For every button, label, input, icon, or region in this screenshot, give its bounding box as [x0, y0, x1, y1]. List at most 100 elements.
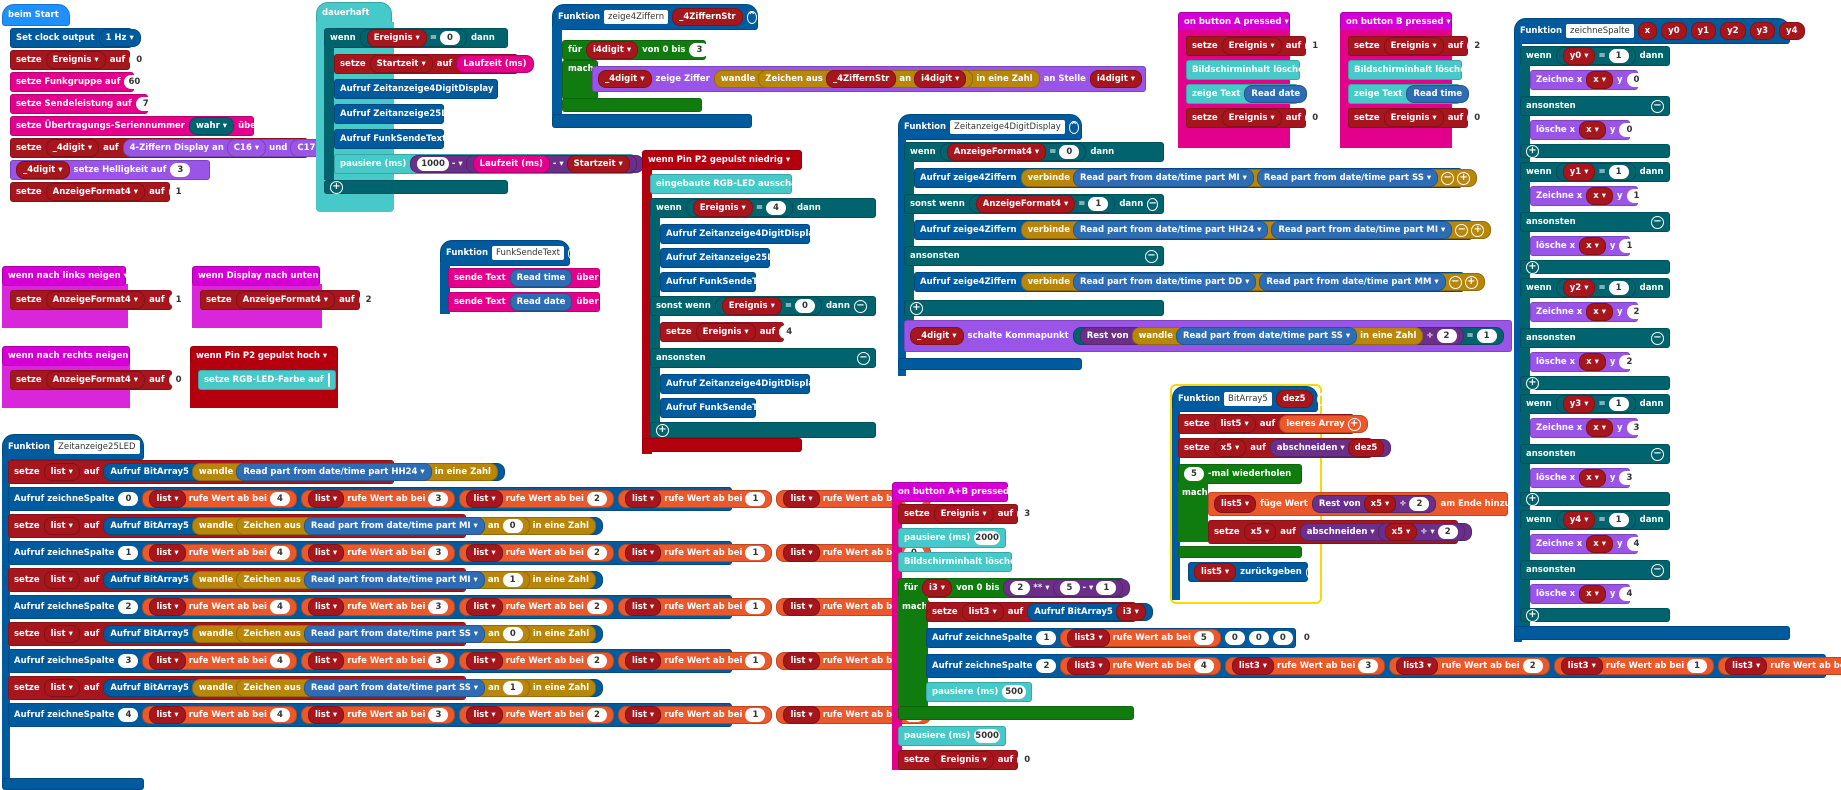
- clear-screen[interactable]: Bildschirminhalt löschen: [1348, 60, 1472, 80]
- plus-icon[interactable]: +: [1526, 492, 1539, 506]
- number-field[interactable]: 1: [1088, 197, 1109, 211]
- number-field[interactable]: 0: [1296, 631, 1317, 645]
- plus-icon[interactable]: +: [1526, 260, 1539, 274]
- clock-dropdown[interactable]: 1 Hz: [98, 29, 141, 47]
- call-zeichnespalte[interactable]: Aufruf zeichneSpalte4listrufe Wert ab be…: [8, 703, 931, 727]
- collapse-icon[interactable]: ⌃: [746, 10, 758, 24]
- funkgruppe-block[interactable]: setze Funkgruppe auf 60: [10, 72, 145, 92]
- collapse-icon[interactable]: ⌃: [1808, 24, 1819, 38]
- part-dropdown[interactable]: MI: [459, 575, 478, 585]
- number-field[interactable]: 1: [745, 546, 766, 560]
- plus-icon[interactable]: +: [1464, 275, 1478, 289]
- set-list-row[interactable]: setzelistaufAufruf BitArray5wandleZeiche…: [8, 568, 603, 592]
- if-block[interactable]: wenn Ereignis = 0 dann: [324, 28, 508, 48]
- call-funksende[interactable]: Aufruf FunkSendeText: [660, 398, 772, 418]
- number-field[interactable]: 1: [1619, 239, 1640, 253]
- number-field[interactable]: 5000: [974, 729, 1000, 743]
- minus-icon[interactable]: −: [1305, 565, 1317, 579]
- for-loop[interactable]: für i4digit von 0 bis 3: [562, 40, 710, 60]
- label[interactable]: wenn Pin P2 gepulst hoch: [196, 351, 327, 361]
- minus-icon[interactable]: −: [1448, 275, 1462, 289]
- empty-array[interactable]: leeres Array+: [1279, 415, 1368, 433]
- var-4digit[interactable]: _4digit: [598, 70, 652, 88]
- var-format[interactable]: AnzeigeFormat4: [946, 143, 1047, 161]
- set-format[interactable]: setze AnzeigeFormat4 auf 1: [10, 290, 189, 310]
- var-list[interactable]: list: [466, 598, 503, 616]
- call-4digit[interactable]: Aufruf Zeitanzeige4DigitDisplay: [660, 374, 819, 394]
- part-dropdown[interactable]: HH24: [1228, 225, 1261, 235]
- number-field[interactable]: 7: [135, 97, 156, 111]
- minus-reporter[interactable]: 1000 - Laufzeit (ms) - Startzeit: [410, 155, 644, 173]
- number-field[interactable]: 4: [269, 654, 290, 668]
- var-x5[interactable]: x5: [1384, 523, 1418, 541]
- var-list[interactable]: list: [149, 490, 186, 508]
- clear-screen[interactable]: Bildschirminhalt löschen: [1186, 60, 1310, 80]
- set-startzeit[interactable]: setze Startzeit auf Laufzeit (ms): [334, 54, 534, 74]
- compare[interactable]: y4=1: [1555, 511, 1636, 529]
- else[interactable]: ansonsten−: [1520, 444, 1670, 464]
- list-get[interactable]: list3rufe Wert ab bei0: [1718, 657, 1841, 675]
- set-4digit-block[interactable]: setze _4digit auf 4-Ziffern Display an C…: [10, 138, 337, 158]
- tilt-hat[interactable]: wenn nach links neigen: [2, 266, 126, 286]
- var-format[interactable]: AnzeigeFormat4: [235, 291, 336, 309]
- var-y[interactable]: y0: [1562, 47, 1596, 65]
- sendeleistung-block[interactable]: setze Sendeleistung auf 7: [10, 94, 156, 114]
- number-field[interactable]: 60: [124, 75, 145, 89]
- unplot-block[interactable]: lösche xxy0: [1530, 120, 1640, 140]
- part-dropdown[interactable]: MI: [1426, 225, 1445, 235]
- var-ereignis[interactable]: Ereignis: [45, 51, 106, 69]
- fn-hat[interactable]: Funktion Zeitanzeige25LED ⌃: [2, 434, 154, 460]
- number-field[interactable]: 0: [1059, 145, 1080, 159]
- number-field[interactable]: 1: [1626, 189, 1647, 203]
- var-ereignis[interactable]: Ereignis: [1383, 109, 1444, 127]
- set-format-block[interactable]: setze AnzeigeFormat4 auf 1: [10, 182, 189, 202]
- number-field[interactable]: 4: [765, 201, 786, 215]
- var-list5[interactable]: list5: [1194, 563, 1237, 581]
- part-dropdown[interactable]: MI: [459, 521, 478, 531]
- pause[interactable]: pausiere (ms) 5000: [898, 726, 1006, 746]
- call-zeichnespalte[interactable]: Aufruf zeichneSpalte1listrufe Wert ab be…: [8, 541, 931, 565]
- number-field[interactable]: 4: [1193, 659, 1214, 673]
- plus-icon[interactable]: +: [1311, 87, 1322, 101]
- var-i3[interactable]: i3: [1115, 603, 1146, 621]
- fn-name-field[interactable]: Zeitanzeige4DigitDisplay: [950, 120, 1065, 134]
- part-dropdown[interactable]: MM: [1414, 277, 1438, 287]
- label[interactable]: wenn nach rechts neigen: [8, 351, 136, 361]
- var-list[interactable]: list: [43, 679, 80, 697]
- collapse-icon[interactable]: ⌃: [1068, 120, 1080, 134]
- part-dropdown[interactable]: HH24: [391, 467, 424, 477]
- var-list[interactable]: list: [783, 490, 820, 508]
- laufzeit-reporter[interactable]: Laufzeit (ms): [456, 55, 534, 73]
- number-field[interactable]: 3: [1619, 471, 1640, 485]
- collapse-icon[interactable]: ⌃: [143, 440, 154, 454]
- number-field[interactable]: 0: [502, 519, 523, 533]
- repeat[interactable]: 5 -mal wiederholen: [1178, 464, 1302, 484]
- label[interactable]: abschneiden: [1307, 527, 1375, 537]
- list-get[interactable]: list3 rufe Wert ab bei 5: [1060, 629, 1221, 647]
- clear-screen[interactable]: Bildschirminhalt löschen: [898, 552, 1022, 572]
- var-x[interactable]: x: [1579, 121, 1606, 139]
- number-field[interactable]: 1: [745, 492, 766, 506]
- set-list-row[interactable]: setzelistaufAufruf BitArray5wandleZeiche…: [8, 514, 603, 538]
- label[interactable]: on button A+B pressed: [898, 487, 1016, 497]
- plus-icon[interactable]: +: [1473, 87, 1484, 101]
- number-field[interactable]: 0: [118, 492, 139, 506]
- var-x[interactable]: x: [1579, 353, 1606, 371]
- number-field[interactable]: 1: [1305, 39, 1326, 53]
